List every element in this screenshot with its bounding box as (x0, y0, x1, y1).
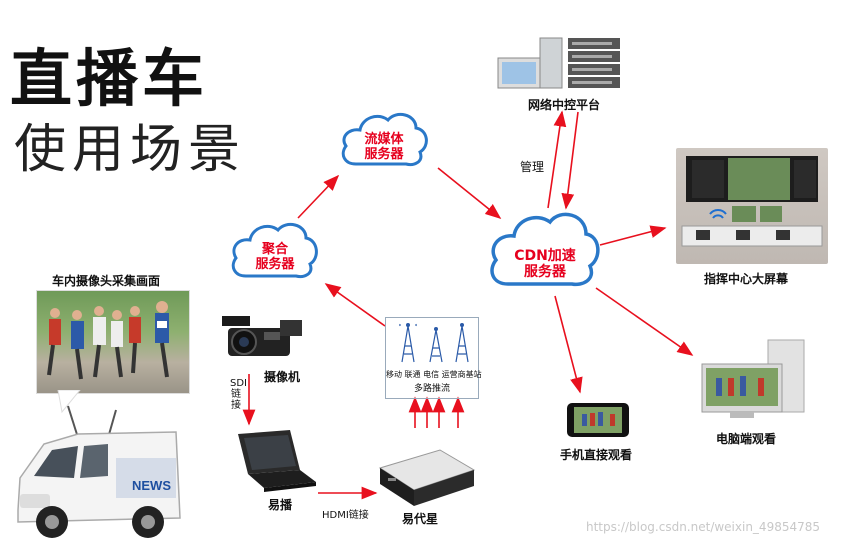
streaming-server-label: 流媒体 服务器 (364, 132, 404, 162)
sdi-link-label: SDI链接 (230, 378, 247, 411)
arrow-aggregation-to-streaming (297, 174, 340, 219)
manage-label: 管理 (520, 160, 545, 174)
smartphone-icon (567, 403, 629, 437)
encoder-box-icon (378, 449, 476, 506)
desktop-pc-icon (701, 339, 805, 418)
cdn-server-label: CDN加速 服务器 (514, 248, 576, 280)
watermark-text: https://blog.csdn.net/weixin_49854785 (586, 520, 821, 534)
laptop-icon (238, 430, 316, 492)
streaming-server-cloud (341, 112, 428, 166)
arrow-cdn-to-command (599, 225, 667, 246)
arrow-cdn-to-pc (595, 287, 694, 356)
car-camera-label: 车内摄像头采集画面 (52, 274, 161, 288)
page-subtitle: 使用场景 (14, 120, 247, 180)
news-van-image: NEWS (17, 405, 181, 538)
mobile-view-label: 手机直接观看 (560, 448, 633, 462)
camera-label: 摄像机 (264, 370, 301, 384)
video-camera-icon (222, 316, 302, 356)
arrow-cdn-to-mobile (554, 295, 583, 394)
yibo-label: 易播 (268, 498, 293, 512)
command-center-image (676, 148, 828, 264)
news-text: NEWS (132, 478, 171, 493)
multi-push-label: 多路推流 (414, 384, 451, 394)
car-camera-photo (36, 290, 190, 394)
network-platform-label: 网络中控平台 (528, 98, 601, 112)
server-rack-icon (497, 37, 620, 89)
base-station-box: 移动 联通 电信 运营商基站 (385, 317, 482, 399)
aggregation-server-cloud (231, 222, 318, 278)
cdn-server-cloud (490, 212, 600, 287)
page-title: 直播车 (10, 42, 209, 115)
tower-icons (399, 323, 469, 363)
aggregation-server-label: 聚合 服务器 (255, 242, 295, 272)
arrow-cdn-to-platform (547, 110, 567, 209)
yidaixing-label: 易代星 (402, 512, 439, 526)
command-center-label: 指挥中心大屏幕 (704, 272, 789, 286)
arrow-platform-to-cdn (561, 111, 579, 210)
arrow-streaming-to-cdn (437, 167, 502, 220)
pc-view-label: 电脑端观看 (716, 432, 777, 446)
speech-bubble-tail (57, 390, 81, 414)
carriers-label: 移动 联通 电信 运营商基站 (386, 370, 482, 379)
arrow-carriers-to-aggregation (324, 283, 386, 327)
hdmi-link-label: HDMI链接 (322, 510, 369, 521)
